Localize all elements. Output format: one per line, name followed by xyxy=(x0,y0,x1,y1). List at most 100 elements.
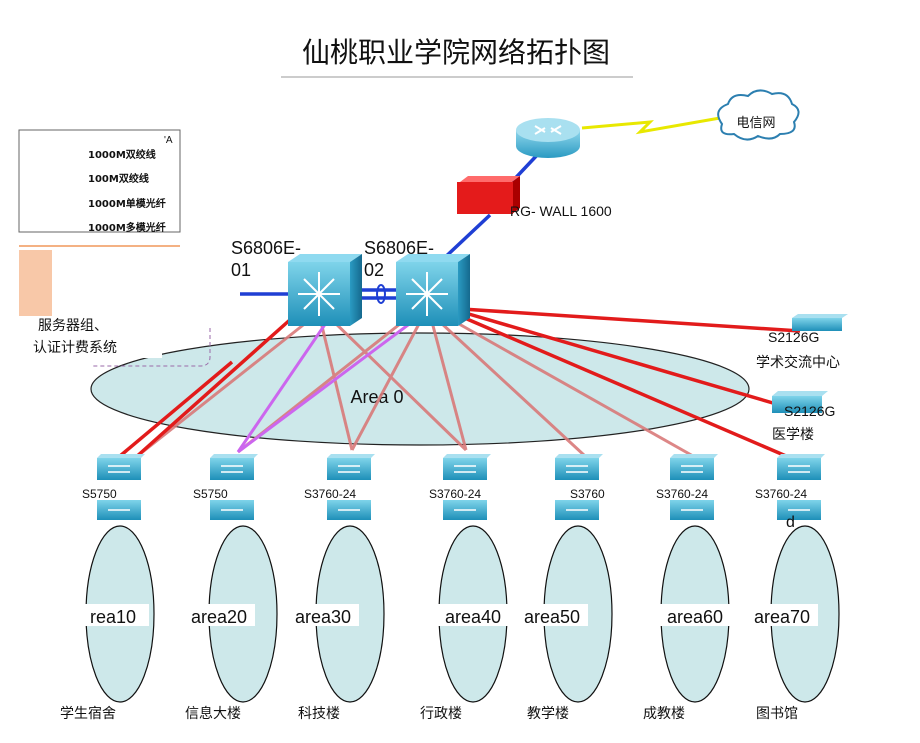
link-core2-access5 xyxy=(438,320,587,458)
switch-top xyxy=(327,454,375,458)
access-switch-icon xyxy=(670,454,718,520)
link-core2-access4 xyxy=(430,321,468,451)
model-label-bg xyxy=(654,484,724,500)
switch-arrows-icon xyxy=(566,465,588,511)
switch-arrows-icon xyxy=(788,465,810,511)
switch-arrows-icon xyxy=(108,465,130,511)
router xyxy=(516,118,580,158)
legend-item: 1000M多模光纤 xyxy=(88,221,166,234)
area-label-bg xyxy=(657,604,731,626)
link-core1-access1-red xyxy=(133,316,294,460)
switch-top xyxy=(670,454,718,458)
firewall-side xyxy=(512,176,520,214)
backbone-area-label: Area 0 xyxy=(350,387,403,407)
model-label-bg xyxy=(427,484,497,500)
link-core2-access1-red xyxy=(118,360,234,458)
area-label: area40 xyxy=(445,607,501,627)
server-group-label-line1: 服务器组、 xyxy=(38,318,108,334)
switch-upper xyxy=(97,458,141,480)
link-core1-access1 xyxy=(134,316,313,460)
server-group-label-bg xyxy=(30,316,162,358)
access-switch-model: S5750 xyxy=(193,487,228,501)
model-label-bg xyxy=(568,484,638,500)
switch-upper xyxy=(670,458,714,480)
access-switch-model: S3760-24 xyxy=(304,487,356,501)
core-switch-01: S6806E- 01 xyxy=(231,238,362,326)
diagram-title: 仙桃职业学院网络拓扑图 xyxy=(302,36,610,69)
area-label-bg xyxy=(181,604,255,626)
area-label-bg xyxy=(514,604,588,626)
model-label-bg xyxy=(302,484,372,500)
switch-upper xyxy=(777,458,821,480)
core-switch-label-line2: 02 xyxy=(364,260,384,280)
backbone-area-ellipse xyxy=(90,332,750,446)
link-core2-access2-violet xyxy=(237,320,413,454)
building-label: 学生宿舍 xyxy=(60,705,116,722)
access-switch-icon xyxy=(555,454,603,520)
link-core2-access6 xyxy=(451,318,694,458)
area-label: area30 xyxy=(295,607,351,627)
access-switch-model: S3760-24 xyxy=(656,487,708,501)
legend-item: 1000M双绞线 xyxy=(88,148,156,161)
side-switch-2: S2126G 医学楼 xyxy=(772,391,835,443)
area-label-bg xyxy=(75,604,149,626)
violet-links xyxy=(236,319,413,454)
legend-box xyxy=(18,129,181,233)
firewall-front xyxy=(457,182,513,214)
server-group-label-line2: 认证计费系统 xyxy=(33,340,117,356)
internet-cloud: 电信网 xyxy=(717,89,800,141)
side-switch-front xyxy=(792,318,842,331)
model-label-bg xyxy=(753,484,823,500)
link-core1-access2 xyxy=(236,319,330,453)
red-links xyxy=(118,307,801,464)
switch-upper xyxy=(327,458,371,480)
side-switch-top xyxy=(792,314,848,318)
firewall-label: RG- WALL 1600 xyxy=(510,203,612,219)
wan-lightning-link xyxy=(581,116,721,135)
link-bundle-marker xyxy=(376,284,386,304)
access-switch-icon xyxy=(210,454,258,520)
side-switch-front xyxy=(772,396,822,413)
switch-top xyxy=(777,454,825,458)
switch-arrows-icon xyxy=(454,465,476,511)
link-core2-side2 xyxy=(461,310,791,410)
switch-arrows-icon xyxy=(221,465,243,511)
area-label-bg xyxy=(744,604,818,626)
core-switch-side xyxy=(458,254,470,326)
switch-upper xyxy=(443,458,487,480)
link-core1-access4 xyxy=(328,316,468,452)
multilayer-switch-icon xyxy=(406,272,448,316)
side-switch-building: 学术交流中心 xyxy=(756,354,840,371)
access-switch-icon xyxy=(443,454,491,520)
side-switch-model: S2126G xyxy=(784,403,835,419)
access-switch-model: S5750 xyxy=(82,487,117,501)
legend-corner-mark: 'A xyxy=(164,135,173,146)
core-switch-02: S6806E- 02 xyxy=(364,238,470,326)
link-core2-access7 xyxy=(459,314,801,464)
side-switch-model: S2126G xyxy=(768,329,819,345)
access-switch-icon xyxy=(777,454,825,520)
building-label: 科技楼 xyxy=(298,706,340,722)
cloud-icon xyxy=(717,89,800,141)
model-label-bg xyxy=(191,484,261,500)
area-label: area70 xyxy=(754,607,810,627)
building-label: 信息大楼 xyxy=(185,705,241,722)
area-label-bg xyxy=(435,604,509,626)
model-label-bg xyxy=(80,484,150,500)
building-label: 成教楼 xyxy=(643,706,685,722)
building-label: 教学楼 xyxy=(527,706,569,722)
legend-sidebar-block xyxy=(19,250,52,316)
access-switch-model: S3760-24 xyxy=(755,487,807,501)
core-access-links xyxy=(134,316,694,460)
access-switch-model: S3760 xyxy=(570,487,605,501)
link-core2-access3 xyxy=(350,321,422,451)
building-label: 图书馆 xyxy=(756,706,798,722)
switch-top xyxy=(443,454,491,458)
access-layer: S5750rea10学生宿舍S5750area20信息大楼S3760-24are… xyxy=(60,454,840,722)
core-switch-top xyxy=(288,254,362,262)
side-switch-top xyxy=(772,391,828,396)
